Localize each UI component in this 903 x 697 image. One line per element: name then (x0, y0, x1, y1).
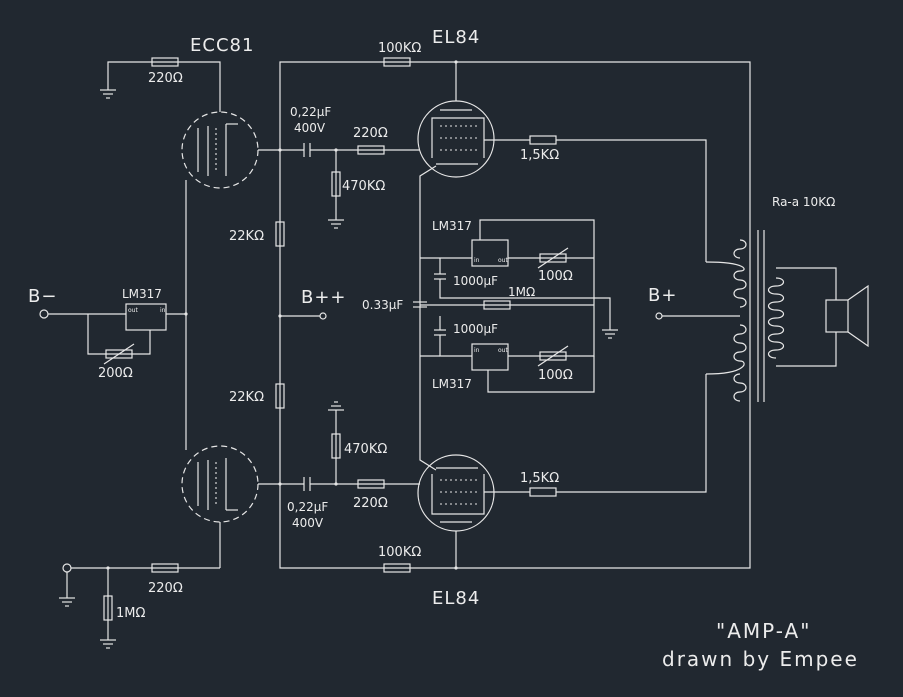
r-adj-reg-top-label: 100Ω (538, 269, 573, 284)
reg-left-in-pin: in (160, 307, 166, 314)
b-plus-plus-label: B++ (301, 287, 347, 308)
resistor-input-series (151, 563, 179, 573)
r-divider-bottom-label: 22KΩ (229, 390, 264, 405)
resistor-divider-bottom (275, 383, 285, 409)
resistor-adj-reg-top (539, 253, 567, 263)
el84-bottom-label: EL84 (432, 588, 480, 609)
resistor-gridleak-top (331, 171, 341, 197)
resistor-screen-top (529, 135, 557, 145)
resistor-grid-bottom (357, 479, 385, 489)
resistor-grid-top (357, 145, 385, 155)
speaker-icon (825, 284, 869, 348)
b-minus-terminal (39, 309, 49, 319)
ground-symbol-input (59, 597, 75, 607)
r-adj-reg-bottom-label: 100Ω (538, 368, 573, 383)
regulator-bottom-label: LM317 (432, 377, 472, 391)
b-plus-plus-terminal (319, 312, 327, 320)
ground-symbol-ecc81 (100, 89, 116, 99)
capacitor-coupling-bottom (303, 477, 311, 491)
r-feedback-bottom-label: 100KΩ (378, 545, 421, 560)
c-top-voltage-label: 400V (294, 121, 326, 135)
b-plus-terminal (655, 312, 663, 320)
c-reg-bottom-label: 1000µF (453, 322, 498, 336)
r-gridleak-bottom-label: 470KΩ (344, 442, 387, 457)
capacitor-coupling-top (303, 143, 311, 157)
r-screen-top-label: 1,5KΩ (520, 148, 559, 163)
el84-tube-top (417, 100, 495, 178)
r-grid-top-label: 220Ω (353, 126, 388, 141)
capacitor-reg-bottom (434, 329, 446, 336)
regulator-top-label: LM317 (432, 219, 472, 233)
resistor-divider-top (275, 221, 285, 247)
r-divider-top-label: 22KΩ (229, 229, 264, 244)
resistor-adj-left (105, 349, 133, 359)
r-input-leak-label: 1MΩ (116, 606, 145, 621)
reg-bottom-in-pin: in (474, 347, 480, 354)
capacitor-center (413, 301, 427, 308)
c-bottom-voltage-label: 400V (292, 516, 324, 530)
output-transformer (705, 230, 785, 402)
transformer-label: Ra-a 10KΩ (772, 195, 835, 209)
reg-top-out-pin: out (498, 257, 508, 264)
resistor-feedback-top (383, 57, 411, 67)
el84-tube-bottom (417, 454, 495, 532)
reg-bottom-out-pin: out (498, 347, 508, 354)
ecc81-tube-bottom (181, 445, 259, 523)
resistor-adj-reg-bottom (539, 351, 567, 361)
ground-symbol-center (602, 329, 618, 339)
regulator-top (471, 239, 509, 267)
regulator-left-label: LM317 (122, 287, 162, 301)
resistor-cathode-ecc81 (151, 57, 179, 67)
b-minus-label: B− (28, 286, 57, 307)
el84-top-label: EL84 (432, 27, 480, 48)
ecc81-tube-top (181, 111, 259, 189)
reg-top-in-pin: in (474, 257, 480, 264)
c-reg-top-label: 1000µF (453, 274, 498, 288)
r-adj-left-label: 200Ω (98, 366, 133, 381)
regulator-bottom (471, 343, 509, 371)
regulator-left (125, 303, 167, 331)
r-grid-bottom-label: 220Ω (353, 496, 388, 511)
resistor-center (483, 300, 511, 310)
ground-symbol-input-leak (100, 639, 116, 649)
c-center-label: 0.33µF (362, 298, 403, 312)
ground-symbol-bottom-grid (328, 401, 344, 411)
b-plus-label: B+ (648, 285, 677, 306)
resistor-gridleak-bottom (331, 433, 341, 459)
r-cathode-ecc81-label: 220Ω (148, 71, 183, 86)
reg-left-out-pin: out (128, 307, 138, 314)
drawing-title: "AMP-A" (716, 619, 811, 643)
r-feedback-top-label: 100KΩ (378, 41, 421, 56)
c-top-value-label: 0,22µF (290, 105, 331, 119)
r-input-series-label: 220Ω (148, 581, 183, 596)
resistor-feedback-bottom (383, 563, 411, 573)
r-center-label: 1MΩ (508, 285, 535, 299)
ground-symbol-top-grid (328, 219, 344, 229)
r-screen-bottom-label: 1,5KΩ (520, 471, 559, 486)
resistor-screen-bottom (529, 487, 557, 497)
r-gridleak-top-label: 470KΩ (342, 179, 385, 194)
drawing-credit: drawn by Empee (662, 647, 859, 671)
resistor-input-leak (103, 595, 113, 621)
ecc81-label: ECC81 (190, 35, 254, 56)
c-bottom-value-label: 0,22µF (287, 500, 328, 514)
capacitor-reg-top (434, 273, 446, 280)
